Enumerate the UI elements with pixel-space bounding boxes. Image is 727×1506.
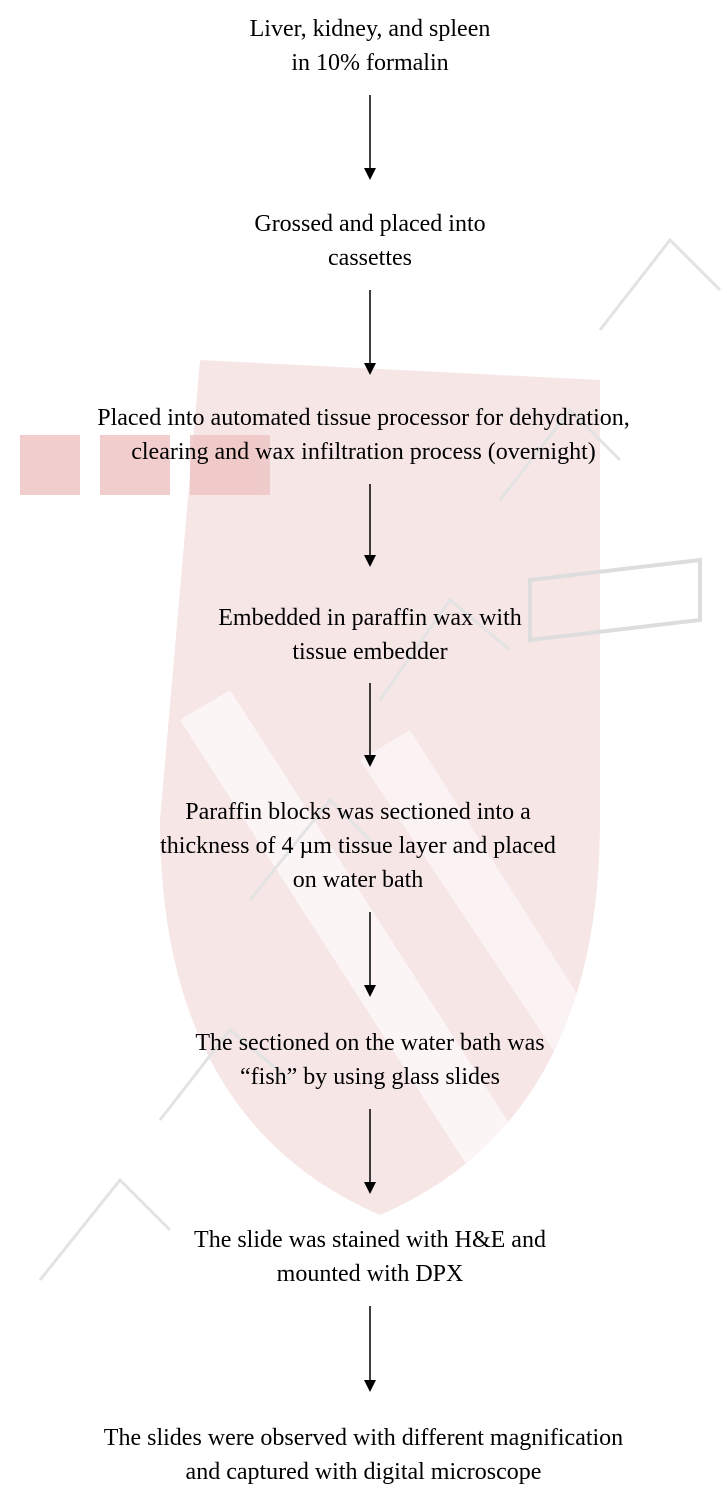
step-1-line-2: in 10% formalin xyxy=(291,50,449,76)
step-5-sectioning: Paraffin blocks was sectioned into a thi… xyxy=(0,795,716,897)
arrow-1-head xyxy=(364,168,376,180)
step-8-line-2: and captured with digital microscope xyxy=(185,1459,542,1485)
step-6-line-2: “fish” by using glass slides xyxy=(240,1064,500,1090)
step-6-line-1: The sectioned on the water bath was xyxy=(195,1030,545,1056)
arrow-4-head xyxy=(364,755,376,767)
step-8-line-1: The slides were observed with different … xyxy=(103,1425,624,1451)
step-2-line-1: Grossed and placed into xyxy=(254,211,486,237)
arrow-3-head xyxy=(364,555,376,567)
step-2-line-2: cassettes xyxy=(328,245,412,271)
watermark-book xyxy=(528,557,702,643)
step-4-line-1: Embedded in paraffin wax with xyxy=(218,605,522,631)
step-6-fishing-sections: The sectioned on the water bath was “fis… xyxy=(0,1026,727,1094)
step-4-embedding: Embedded in paraffin wax with tissue emb… xyxy=(0,601,727,669)
watermark-band xyxy=(360,730,600,1060)
watermark-stamp xyxy=(38,237,722,1281)
step-3-tissue-processing: Placed into automated tissue processor f… xyxy=(0,401,727,469)
step-1-line-1: Liver, kidney, and spleen xyxy=(249,16,491,42)
step-5-line-1: Paraffin blocks was sectioned into a xyxy=(185,799,531,825)
step-3-line-2: clearing and wax infiltration process (o… xyxy=(131,439,596,465)
watermark-band xyxy=(180,690,520,1170)
arrow-2-head xyxy=(364,363,376,375)
arrow-5-head xyxy=(364,985,376,997)
step-5-line-2: thickness of 4 µm tissue layer and place… xyxy=(160,833,556,859)
step-4-line-2: tissue embedder xyxy=(292,639,448,665)
step-5-line-3: on water bath xyxy=(292,867,424,893)
arrow-7-head xyxy=(364,1380,376,1392)
step-3-line-1: Placed into automated tissue processor f… xyxy=(97,405,630,431)
watermark-logo xyxy=(20,435,270,495)
step-7-staining: The slide was stained with H&E and mount… xyxy=(0,1223,727,1291)
step-7-line-1: The slide was stained with H&E and xyxy=(194,1227,546,1253)
step-7-line-2: mounted with DPX xyxy=(276,1261,464,1287)
step-2-grossing: Grossed and placed into cassettes xyxy=(0,207,727,275)
step-1-specimen-fixation: Liver, kidney, and spleen in 10% formali… xyxy=(0,12,727,80)
arrow-6-head xyxy=(364,1182,376,1194)
step-8-microscopy: The slides were observed with different … xyxy=(0,1421,727,1489)
